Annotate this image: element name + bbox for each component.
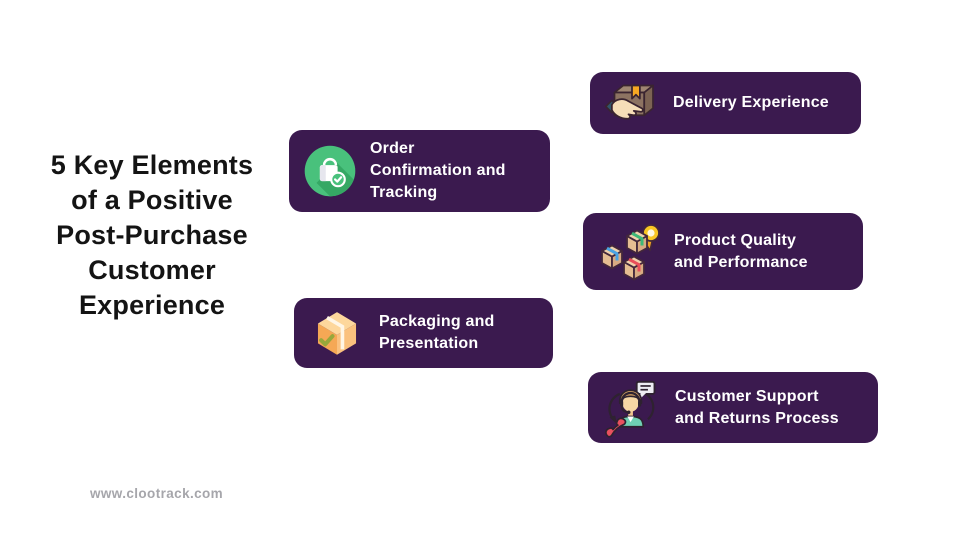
page-title: 5 Key Elements of a Positive Post-Purcha…	[28, 148, 276, 323]
title-line: Post-Purchase	[56, 220, 248, 250]
card-label-line: and Returns Process	[675, 409, 839, 427]
title-line: Customer	[88, 255, 216, 285]
support-agent-phone-icon	[602, 378, 662, 438]
card-packaging-and-presentation: Packaging and Presentation	[294, 298, 553, 368]
card-label-line: Packaging and	[379, 313, 495, 330]
boxes-award-badge-icon	[597, 220, 661, 284]
card-label-line: Presentation	[379, 335, 479, 352]
card-label: Product Quality and Performance	[674, 230, 808, 274]
card-label-line: Product Quality	[674, 231, 797, 249]
title-line: of a Positive	[71, 185, 233, 215]
card-label-line: and Performance	[674, 253, 808, 271]
title-line: 5 Key Elements	[50, 150, 254, 180]
title-line: Experience	[78, 290, 226, 320]
card-label: Customer Support and Returns Process	[675, 386, 839, 430]
card-delivery-experience: Delivery Experience	[590, 72, 861, 134]
website-url: www.clootrack.com	[90, 486, 224, 501]
card-label: Order Confirmation and Tracking	[370, 138, 506, 204]
card-label: Packaging and Presentation	[379, 311, 495, 355]
card-label-line: Tracking	[370, 184, 438, 201]
card-label-line: Customer Support	[675, 387, 819, 405]
shopping-bag-check-icon	[303, 144, 357, 198]
card-label: Delivery Experience	[673, 92, 829, 114]
card-customer-support-and-returns: Customer Support and Returns Process	[588, 372, 878, 443]
card-label-line: Delivery Experience	[673, 94, 829, 111]
card-label-line: Confirmation and	[370, 162, 506, 179]
card-order-confirmation-and-tracking: Order Confirmation and Tracking	[289, 130, 550, 212]
card-product-quality-and-performance: Product Quality and Performance	[583, 213, 863, 290]
card-label-line: Order	[370, 140, 415, 157]
hand-holding-package-icon	[604, 75, 660, 131]
package-box-check-icon	[308, 304, 366, 362]
